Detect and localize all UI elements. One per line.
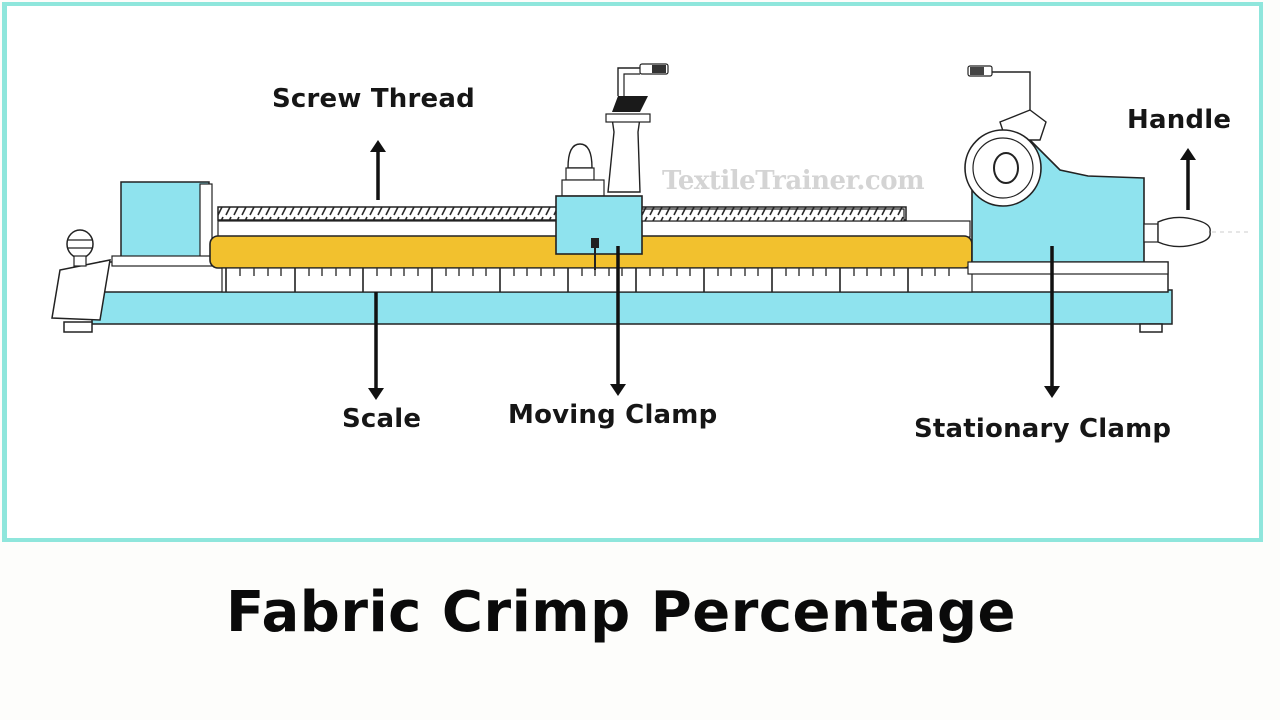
label-stationary-clamp: Stationary Clamp [914, 414, 1172, 444]
label-moving-clamp: Moving Clamp [508, 400, 718, 430]
label-screw-thread: Screw Thread [272, 84, 475, 114]
label-handle: Handle [1127, 105, 1232, 135]
crimp-tester-illustration [51, 63, 1250, 400]
page-title: Fabric Crimp Percentage [226, 580, 1017, 645]
screw-thread-right [641, 208, 905, 222]
stationary-clamp [964, 65, 1250, 275]
left-end-block [51, 181, 225, 321]
moving-clamp [555, 63, 669, 270]
scale-strip [221, 267, 973, 293]
pointer-arrows [368, 140, 1196, 400]
watermark-text: TextileTrainer.com [662, 166, 925, 196]
label-scale: Scale [342, 404, 422, 434]
